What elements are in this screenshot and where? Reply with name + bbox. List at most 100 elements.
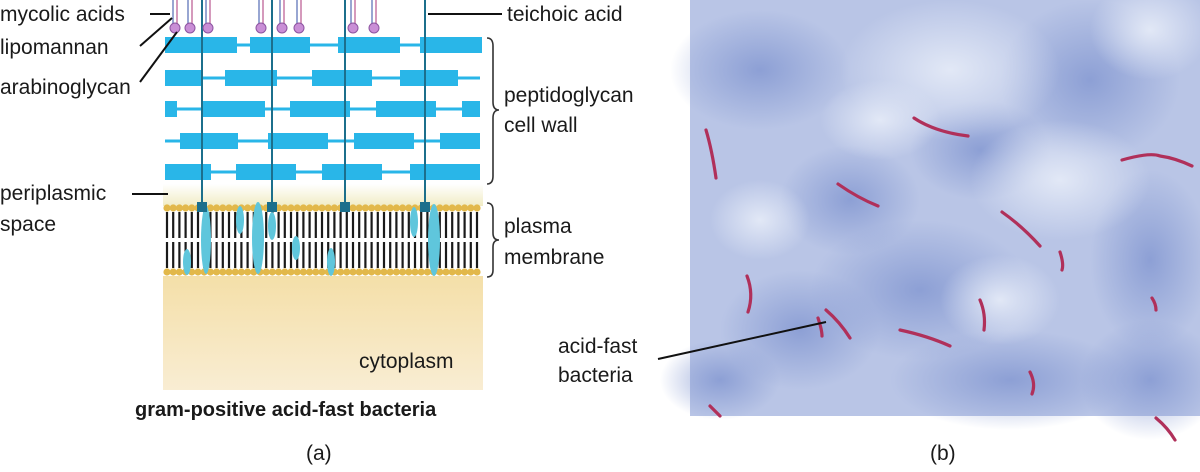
lipid-head bbox=[355, 204, 363, 212]
lipid-head bbox=[454, 268, 462, 276]
lipid-head bbox=[392, 268, 400, 276]
label-lipomannan: lipomannan bbox=[0, 36, 109, 59]
lipid-head bbox=[368, 268, 376, 276]
bacterium-rod bbox=[1000, 210, 1042, 248]
bacterium-rod bbox=[836, 182, 880, 208]
label-teichoic-acid: teichoic acid bbox=[507, 3, 623, 26]
lipomannan-head bbox=[368, 22, 380, 34]
bacterium-rod bbox=[745, 274, 753, 314]
lipomannan-head bbox=[169, 22, 181, 34]
bacterium-rod bbox=[708, 404, 722, 418]
membrane-anchor bbox=[197, 202, 207, 212]
acid-fast-bacteria-rods bbox=[704, 116, 1194, 442]
label-periplasmic: periplasmic bbox=[0, 182, 107, 205]
peptidoglycan-block bbox=[165, 70, 203, 86]
lipid-head bbox=[231, 204, 239, 212]
lipid-head bbox=[324, 204, 332, 212]
peptidoglycan-bracket bbox=[486, 37, 500, 185]
lipid-head bbox=[287, 204, 295, 212]
lipid-head bbox=[299, 204, 307, 212]
bacterium-rod bbox=[898, 328, 952, 348]
lipid-head bbox=[355, 268, 363, 276]
lipid-head bbox=[473, 204, 481, 212]
lipid-head bbox=[374, 204, 382, 212]
lipid-head bbox=[374, 268, 382, 276]
peptidoglycan-block bbox=[376, 101, 436, 117]
lipid-head bbox=[281, 204, 289, 212]
cytoplasm-region bbox=[163, 276, 483, 390]
acid-fast-leader bbox=[657, 321, 827, 360]
lipid-head bbox=[225, 268, 233, 276]
lipid-head bbox=[194, 268, 202, 276]
peptidoglycan-block bbox=[312, 70, 372, 86]
membrane-protein bbox=[252, 202, 264, 274]
peptidoglycan-block bbox=[225, 70, 277, 86]
panel-b-letter: (b) bbox=[930, 442, 956, 465]
label-plasma: plasma bbox=[504, 215, 572, 238]
lipid-head bbox=[262, 268, 270, 276]
lipid-head bbox=[244, 268, 252, 276]
lipid-head bbox=[454, 204, 462, 212]
label-cell-wall: cell wall bbox=[504, 114, 578, 137]
mycolic-acid-heads bbox=[169, 0, 380, 34]
bacterium-rod bbox=[824, 308, 852, 340]
lipomannan-head bbox=[347, 22, 359, 34]
lipid-head bbox=[473, 268, 481, 276]
lipomannan-head bbox=[184, 22, 196, 34]
lipid-head bbox=[467, 268, 475, 276]
lipid-head bbox=[182, 204, 190, 212]
peptidoglycan-block bbox=[165, 164, 211, 180]
panel-a-diagram bbox=[132, 0, 502, 390]
lipid-head bbox=[306, 204, 314, 212]
lipid-head bbox=[436, 268, 444, 276]
peptidoglycan-block bbox=[338, 37, 400, 53]
bacterium-rod bbox=[816, 316, 824, 338]
membrane-anchor bbox=[340, 202, 350, 212]
peptidoglycan-layers bbox=[165, 37, 482, 180]
membrane-anchor bbox=[420, 202, 430, 212]
lipid-head bbox=[225, 204, 233, 212]
lipid-head bbox=[299, 268, 307, 276]
peptidoglycan-block bbox=[180, 133, 238, 149]
peptidoglycan-block bbox=[236, 164, 296, 180]
lipid-head bbox=[349, 204, 357, 212]
membrane-protein bbox=[201, 206, 211, 274]
lipid-head bbox=[330, 204, 338, 212]
lipomannan-head bbox=[202, 22, 214, 34]
bacterium-rod bbox=[1120, 153, 1194, 168]
lipid-head bbox=[399, 204, 407, 212]
label-mycolic-acids: mycolic acids bbox=[0, 3, 125, 26]
lipid-head bbox=[448, 268, 456, 276]
lipid-head bbox=[368, 204, 376, 212]
lipid-head bbox=[386, 204, 394, 212]
lipid-head bbox=[163, 268, 171, 276]
lipid-head bbox=[423, 268, 431, 276]
bacterium-rod bbox=[1058, 250, 1065, 272]
lipid-head bbox=[380, 204, 388, 212]
bacterium-rod bbox=[912, 116, 970, 138]
lipid-head bbox=[237, 268, 245, 276]
bacterium-rod bbox=[704, 128, 718, 180]
lipid-head bbox=[244, 204, 252, 212]
label-peptidoglycan: peptidoglycan bbox=[504, 84, 634, 107]
lipid-head bbox=[206, 204, 214, 212]
label-acid-fast: acid-fast bbox=[558, 335, 638, 358]
panel-a-letter: (a) bbox=[306, 442, 332, 465]
lipid-head bbox=[343, 268, 351, 276]
lipid-head bbox=[188, 204, 196, 212]
lipid-head bbox=[293, 204, 301, 212]
peptidoglycan-block bbox=[440, 133, 480, 149]
membrane-protein bbox=[268, 212, 276, 240]
lipid-head bbox=[442, 268, 450, 276]
lipid-head bbox=[293, 268, 301, 276]
lipid-head bbox=[405, 204, 413, 212]
peptidoglycan-block bbox=[322, 164, 382, 180]
lipid-head bbox=[231, 268, 239, 276]
peptidoglycan-block bbox=[290, 101, 350, 117]
lipid-head bbox=[312, 204, 320, 212]
lipid-head bbox=[337, 268, 345, 276]
peptidoglycan-block bbox=[268, 133, 328, 149]
lipid-head bbox=[399, 268, 407, 276]
lipid-head bbox=[281, 268, 289, 276]
membrane-protein bbox=[327, 248, 335, 276]
